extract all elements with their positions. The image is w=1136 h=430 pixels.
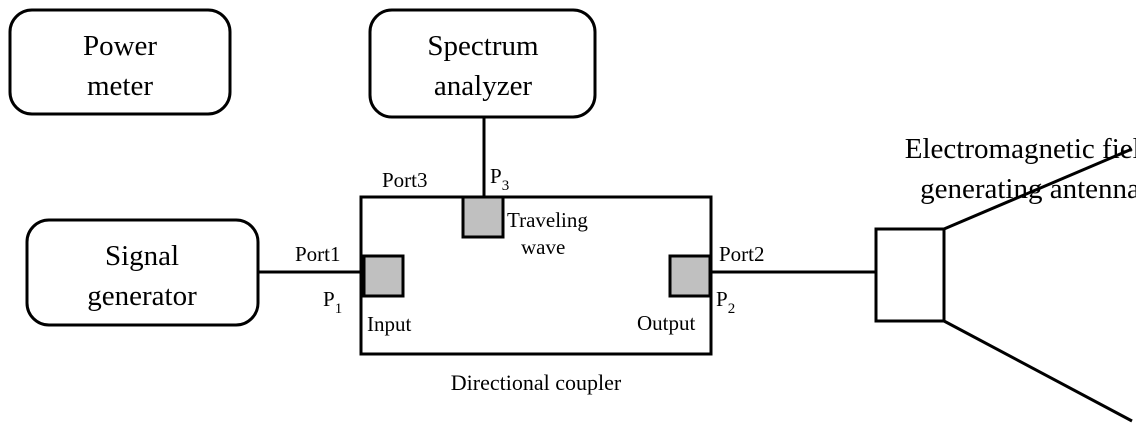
spectrum-analyzer-box: Spectrum analyzer [368,8,597,119]
spectrum-analyzer-label-line2: analyzer [434,70,533,102]
port2-label: Port2 [719,242,765,266]
power-meter-label-line1: Power [83,30,157,62]
p1-label: P1 [323,287,342,317]
traveling-wave-port-square [461,195,505,239]
output-port-square [668,254,712,298]
power-meter-box: Power meter [8,8,232,116]
traveling-wave-label-line1: Traveling [507,208,588,232]
power-meter-label-line2: meter [87,70,153,102]
signal-generator-label-line1: Signal [105,240,179,272]
p2-label: P2 [716,287,735,317]
signal-generator-box: Signal generator [25,218,260,327]
traveling-wave-label-line2: wave [521,235,565,259]
directional-coupler-caption: Directional coupler [451,370,622,395]
horn-antenna-icon [874,147,1133,423]
input-label: Input [367,312,411,336]
signal-generator-label-line2: generator [87,280,197,312]
directional-coupler: Traveling wave Input Output [359,195,713,356]
p3-label: P3 [490,164,509,194]
output-label: Output [637,311,696,335]
spectrum-analyzer-label-line1: Spectrum [427,30,539,62]
port3-label: Port3 [382,168,428,192]
port1-label: Port1 [295,242,341,266]
input-port-square [362,254,405,298]
antenna-label-line2: generating antenna [920,173,1136,205]
antenna-label-line1: Electromagnetic field [905,133,1136,165]
